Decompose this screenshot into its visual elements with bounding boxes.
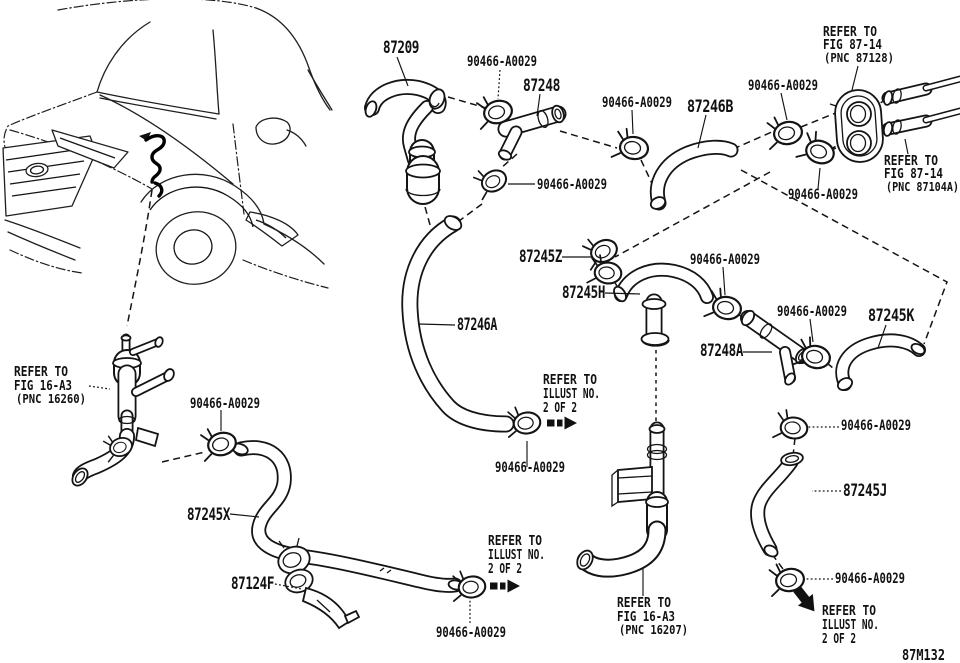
hose-87245K-drawing bbox=[835, 333, 926, 391]
ref-line: REFER TO bbox=[822, 604, 876, 619]
ref-line: REFER TO bbox=[617, 596, 671, 611]
part-label-87245X: 87245X bbox=[187, 505, 231, 525]
part-label-87248: 87248 bbox=[523, 76, 560, 96]
part-label-87245J: 87245J bbox=[843, 481, 887, 501]
hose-87245X-drawing bbox=[231, 440, 465, 593]
clamp-part-label: 90466-A0029 bbox=[602, 95, 672, 111]
ref-line: FIG 16-A3 bbox=[617, 610, 675, 625]
ref-line: 2 OF 2 bbox=[822, 632, 856, 647]
clamp-part-label: 90466-A0029 bbox=[690, 252, 760, 268]
refer-right-arrow-bottom bbox=[490, 579, 520, 593]
grommet-87128-drawing bbox=[829, 89, 884, 163]
clamp-part-label: 90466-A0029 bbox=[190, 396, 260, 412]
connector-lines bbox=[126, 96, 948, 570]
hose-87246B-drawing bbox=[649, 139, 739, 211]
clamp-part-label: 90466-A0029 bbox=[777, 304, 847, 320]
ref-fig-16-A3-pnc-16260: REFER TO FIG 16-A3 (PNC 16260) bbox=[14, 365, 86, 406]
ref-line: 2 OF 2 bbox=[543, 401, 577, 416]
ref-line: FIG 87-14 bbox=[823, 38, 882, 53]
clamp-part-label: 90466-A0029 bbox=[537, 177, 607, 193]
ref-line: ILLUST NO. bbox=[543, 387, 600, 402]
ref-illust-2of2-bottom-center: REFER TO ILLUST NO. 2 OF 2 bbox=[488, 534, 545, 577]
ref-line: (PNC 87128) bbox=[824, 51, 894, 65]
clamp-part-label: 90466-A0029 bbox=[748, 78, 818, 94]
ref-line: (PNC 16207) bbox=[619, 623, 688, 637]
clamp-part-label: 90466-A0029 bbox=[835, 571, 905, 587]
diagram-code: 87M132 bbox=[902, 646, 945, 663]
hose-87209-drawing bbox=[364, 79, 447, 205]
ref-line: FIG 87-14 bbox=[884, 167, 943, 182]
clamp-part-label: 90466-A0029 bbox=[436, 625, 506, 641]
ref-line: FIG 16-A3 bbox=[14, 379, 72, 394]
part-label-87245K: 87245K bbox=[868, 306, 915, 326]
ref-line: REFER TO bbox=[884, 154, 938, 169]
ref-fig-16-A3-pnc-16207: REFER TO FIG 16-A3 (PNC 16207) bbox=[617, 596, 688, 637]
ref-illust-2of2-mid: REFER TO ILLUST NO. 2 OF 2 bbox=[543, 373, 600, 416]
refer-right-arrow-mid bbox=[547, 416, 577, 430]
clamp-part-label: 90466-A0029 bbox=[841, 418, 911, 434]
ref-illust-2of2-bottom-right: REFER TO ILLUST NO. 2 OF 2 bbox=[822, 604, 879, 647]
heater-pipes-87104A-drawing bbox=[881, 75, 960, 137]
ref-line: 2 OF 2 bbox=[488, 562, 522, 577]
clamp-part-label: 90466-A0029 bbox=[788, 187, 858, 203]
hose-87245H-drawing bbox=[613, 262, 714, 347]
ref-line: ILLUST NO. bbox=[488, 548, 545, 563]
part-label-87124F: 87124F bbox=[231, 574, 274, 594]
part-label-87246B: 87246B bbox=[687, 97, 733, 117]
water-valve-16260-drawing bbox=[71, 333, 175, 487]
water-pipe-16207-drawing bbox=[576, 421, 669, 578]
clamp-part-label: 90466-A0029 bbox=[467, 54, 537, 70]
hose-87245J-drawing bbox=[750, 451, 804, 558]
ref-line: ILLUST NO. bbox=[822, 618, 879, 633]
part-label-87209: 87209 bbox=[383, 38, 419, 58]
highlighted-hose-location bbox=[139, 132, 166, 198]
ref-line: REFER TO bbox=[488, 534, 542, 549]
ref-line: REFER TO bbox=[543, 373, 597, 388]
part-label-87245H: 87245H bbox=[562, 283, 605, 303]
ref-fig-87-14-pnc-87128: REFER TO FIG 87-14 (PNC 87128) bbox=[823, 25, 894, 65]
connector-87248-drawing bbox=[497, 104, 567, 161]
hose-87246A-drawing bbox=[401, 215, 515, 433]
part-label-87245Z: 87245Z bbox=[519, 247, 562, 267]
ref-line: (PNC 16260) bbox=[16, 392, 86, 406]
connector-87248A-drawing bbox=[740, 309, 810, 386]
clamp-part-label: 90466-A0029 bbox=[495, 460, 565, 476]
vehicle-illustration bbox=[2, 0, 333, 289]
side-mirror bbox=[255, 117, 291, 145]
leader-lines bbox=[88, 56, 909, 623]
part-label-87246A: 87246A bbox=[457, 315, 497, 335]
labels: 87209 87248 87246B 87246A 87245Z 87245H … bbox=[14, 25, 959, 663]
ref-line: REFER TO bbox=[14, 365, 68, 380]
parts-artwork bbox=[71, 75, 960, 630]
clamp-87124F-drawing bbox=[277, 537, 361, 630]
ref-line: REFER TO bbox=[823, 25, 877, 40]
ref-line: (PNC 87104A) bbox=[886, 180, 959, 194]
part-label-87248A: 87248A bbox=[700, 341, 743, 361]
ref-fig-87-14-pnc-87104A: REFER TO FIG 87-14 (PNC 87104A) bbox=[884, 154, 959, 194]
